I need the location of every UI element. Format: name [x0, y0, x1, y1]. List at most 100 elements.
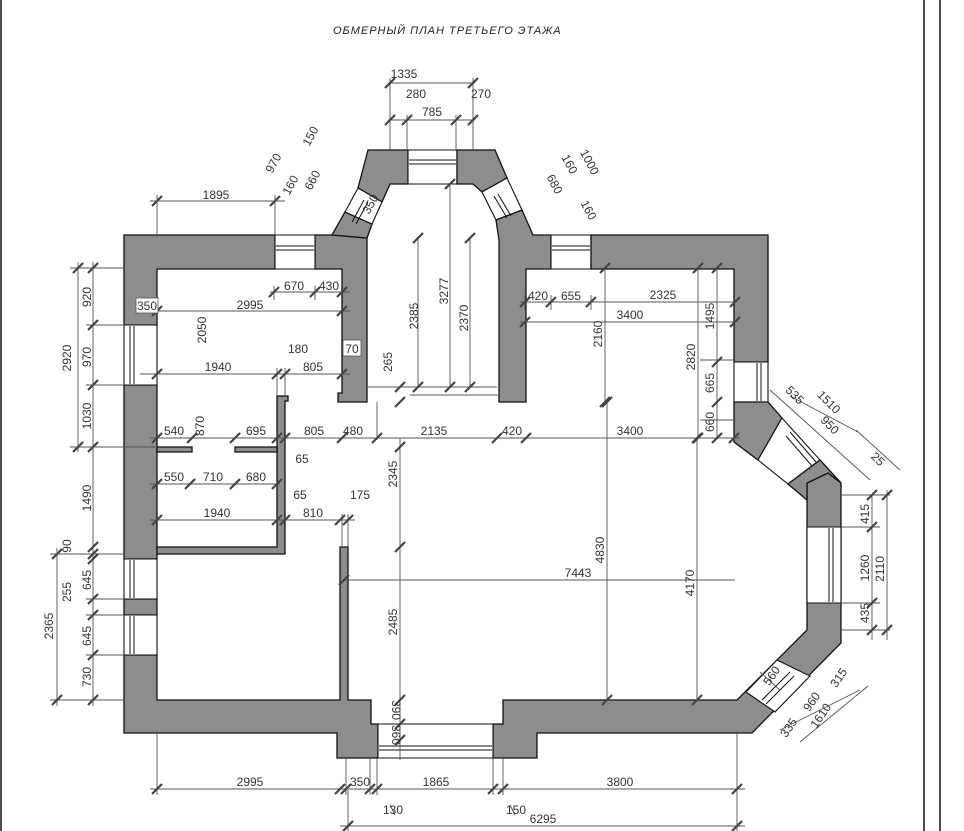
window-right-top: [550, 234, 592, 270]
dimension-tick: [599, 396, 611, 408]
dimension-lines: [50, 78, 901, 831]
dimension-tick: [464, 381, 476, 393]
dimension-tick: [229, 432, 241, 444]
dimension-tick: [519, 316, 531, 328]
dim-label: 1490: [80, 484, 94, 511]
dim-label: 3800: [607, 775, 634, 789]
dim-label: 785: [422, 105, 442, 119]
dimension-tick: [881, 624, 893, 636]
dim-label: 130: [383, 803, 403, 817]
dim-label: 1940: [204, 506, 231, 520]
dimension-tick: [186, 432, 198, 444]
dimension-tick: [545, 296, 557, 308]
dimension-tick: [711, 356, 723, 368]
dim-label: 350: [350, 775, 370, 789]
dimension-tick: [87, 441, 99, 453]
partition-vertical: [156, 395, 289, 555]
dimension-tick: [336, 432, 348, 444]
dimension-tick: [340, 783, 352, 795]
dimension-tick: [866, 521, 878, 533]
dimension-tick: [151, 432, 163, 444]
dim-label: 1895: [203, 188, 230, 202]
dim-label: 680: [544, 172, 566, 197]
dim-label: 180: [288, 342, 308, 356]
bay-right-lower-window: [745, 659, 811, 713]
dimension-tick: [151, 783, 163, 795]
drawing-title: ОБМЕРНЫЙ ПЛАН ТРЕТЬЕГО ЭТАЖА: [333, 24, 562, 37]
partition-stub-left: [156, 446, 193, 453]
dimension-tick: [279, 514, 291, 526]
dimension-tick: [401, 114, 413, 126]
dimension-tick: [497, 783, 509, 795]
dimension-tick: [384, 77, 396, 89]
dimension-tick: [87, 379, 99, 391]
dim-label: 270: [471, 87, 491, 101]
dim-label: 535: [783, 383, 807, 407]
dimension-tick: [336, 286, 348, 298]
wall-bottom-right: [492, 472, 842, 759]
dimension-tick: [72, 441, 84, 453]
dim-label: 360: [389, 725, 403, 745]
dimension-tick: [271, 432, 283, 444]
dim-label: 920: [80, 287, 94, 307]
dimension-tick: [336, 305, 348, 317]
dim-label: 645: [80, 626, 94, 646]
dim-label: 2995: [237, 298, 264, 312]
dim-label: 6295: [530, 812, 557, 826]
dimension-tick: [371, 432, 383, 444]
dim-label: 670: [284, 279, 304, 293]
window-left-upper: [123, 324, 158, 386]
dimension-tick: [271, 514, 283, 526]
dimension-tick: [711, 396, 723, 408]
dim-label: 2370: [457, 304, 471, 331]
dimension-tick: [487, 783, 499, 795]
dimension-tick: [87, 548, 99, 560]
wall-left-side: [123, 384, 158, 560]
dim-label: 7443: [565, 566, 592, 580]
bay-right-window: [806, 526, 842, 604]
dim-label: 970: [80, 347, 94, 367]
dim-label: 540: [164, 424, 184, 438]
dimension-tick: [520, 432, 532, 444]
dimension-tick: [72, 262, 84, 274]
dimension-tick: [464, 232, 476, 244]
dimension-tick: [184, 478, 196, 490]
dimension-tick: [601, 694, 613, 706]
dimension-tick: [336, 368, 348, 380]
dimension-tick: [866, 597, 878, 609]
dimension-tick: [87, 593, 99, 605]
dim-label: 1495: [703, 302, 717, 329]
dim-label: 65: [295, 452, 309, 466]
dim-label: 265: [381, 352, 395, 372]
dimension-tick: [87, 649, 99, 661]
dimension-tick: [729, 316, 741, 328]
dim-label: 4830: [593, 536, 607, 563]
dimension-tick: [51, 548, 63, 560]
dimension-tick: [729, 296, 741, 308]
dim-label: 645: [80, 570, 94, 590]
dim-label: 25: [868, 449, 888, 469]
dim-label: 810: [303, 506, 323, 520]
dimension-tick: [599, 262, 611, 274]
dim-label: 2050: [195, 316, 209, 343]
dimension-tick: [151, 195, 163, 207]
dim-label: 350: [137, 299, 157, 313]
dimension-tick: [151, 478, 163, 490]
wall-left-bottom: [123, 546, 379, 759]
dimension-tick: [229, 478, 241, 490]
dimension-tick: [87, 609, 99, 621]
dimension-tick: [271, 478, 283, 490]
dimension-tick: [334, 783, 346, 795]
dimension-tick: [731, 820, 743, 831]
dimension-tick: [444, 381, 456, 393]
dimension-tick: [394, 381, 406, 393]
dim-label: 2325: [650, 288, 677, 302]
dim-label: 1335: [391, 67, 418, 81]
dimension-tick: [450, 114, 462, 126]
dimension-tick: [601, 396, 613, 408]
dimension-tick: [394, 734, 406, 746]
wall-right-top: [590, 234, 769, 363]
bay-right-upper-diag2: [786, 459, 842, 502]
walls: [123, 149, 842, 759]
